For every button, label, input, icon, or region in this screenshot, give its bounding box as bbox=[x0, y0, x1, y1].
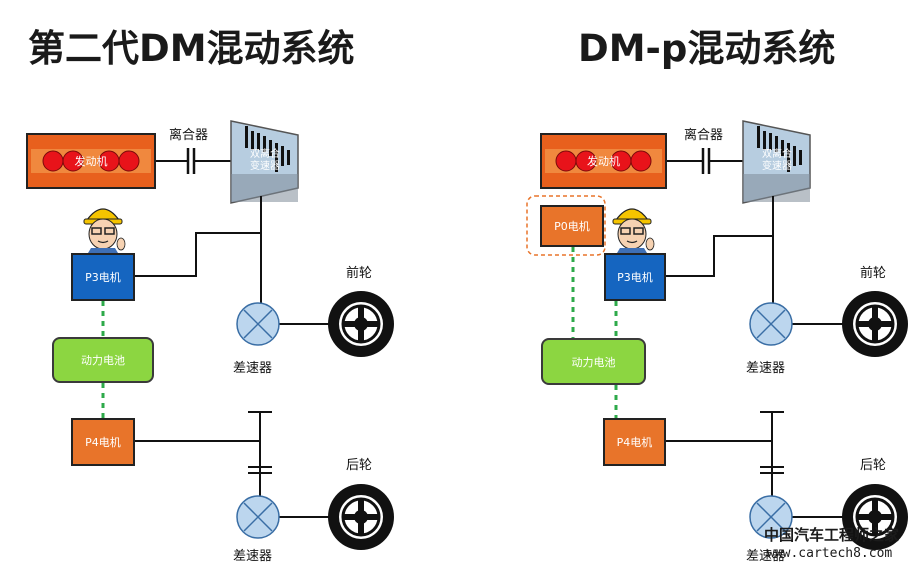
right-front-differential-icon bbox=[749, 302, 793, 346]
right-front-wheel-icon bbox=[840, 289, 910, 359]
left-p4-motor: P4电机 bbox=[71, 418, 135, 466]
left-title: 第二代DM混动系统 bbox=[28, 27, 355, 70]
left-gearbox-label: 双离合 变速器 bbox=[236, 149, 294, 173]
right-engine-cylinders-icon bbox=[545, 149, 662, 173]
watermark-line2: www.cartech8.com bbox=[767, 546, 893, 561]
right-rear-wheel-label: 后轮 bbox=[860, 458, 887, 473]
left-engine-block: 发动机 bbox=[26, 133, 156, 189]
left-gearbox-label-line1: 双离合 bbox=[250, 149, 280, 160]
right-gearbox-label-line1: 双离合 bbox=[762, 149, 792, 160]
right-shaft-p3 bbox=[665, 196, 774, 277]
right-battery: 动力电池 bbox=[541, 338, 646, 385]
left-engine-cylinders-icon bbox=[31, 149, 151, 173]
left-front-differential-icon bbox=[236, 302, 280, 346]
right-gearbox-shade bbox=[743, 174, 810, 202]
right-diagram bbox=[526, 120, 910, 552]
right-front-wheel-label: 前轮 bbox=[860, 266, 887, 281]
left-rear-diff-label: 差速器 bbox=[233, 549, 273, 564]
left-front-wheel-icon bbox=[326, 289, 396, 359]
right-rear-diff-label: 差速器 bbox=[746, 549, 786, 564]
right-engine-block: 发动机 bbox=[540, 133, 667, 189]
right-engine-label: 发动机 bbox=[587, 155, 620, 168]
left-gearbox-bars bbox=[245, 126, 290, 172]
watermark-line1: 中国汽车工程师之家 bbox=[764, 526, 900, 544]
right-clutch-label: 离合器 bbox=[684, 128, 724, 143]
right-title: DM-p混动系统 bbox=[578, 27, 836, 70]
left-shaft-p3 bbox=[134, 196, 262, 277]
right-p0-belt-outline bbox=[526, 195, 606, 256]
left-rear-differential-icon bbox=[236, 495, 280, 539]
right-gearbox-bars bbox=[757, 126, 802, 172]
left-gearbox-label-line2: 变速器 bbox=[250, 161, 280, 172]
left-engine-label: 发动机 bbox=[74, 155, 108, 168]
right-p3-motor: P3电机 bbox=[604, 253, 666, 301]
left-clutch-label: 离合器 bbox=[169, 128, 209, 143]
right-gearbox-label: 双离合 变速器 bbox=[748, 149, 806, 173]
right-p0-motor: P0电机 bbox=[540, 205, 604, 247]
right-front-diff-label: 差速器 bbox=[746, 361, 786, 376]
left-gearbox-shade bbox=[231, 174, 298, 202]
right-gearbox-label-line2: 变速器 bbox=[762, 161, 792, 172]
right-p4-motor: P4电机 bbox=[603, 418, 666, 466]
left-rear-wheel-icon bbox=[326, 482, 396, 552]
left-front-diff-label: 差速器 bbox=[233, 361, 273, 376]
right-engineer-mascot-icon bbox=[612, 208, 655, 258]
left-front-wheel-label: 前轮 bbox=[346, 266, 373, 281]
left-p3-motor: P3电机 bbox=[71, 253, 135, 301]
left-diagram bbox=[101, 120, 396, 552]
left-engineer-mascot-icon bbox=[83, 208, 126, 258]
left-battery: 动力电池 bbox=[52, 337, 154, 383]
left-rear-wheel-label: 后轮 bbox=[346, 458, 373, 473]
